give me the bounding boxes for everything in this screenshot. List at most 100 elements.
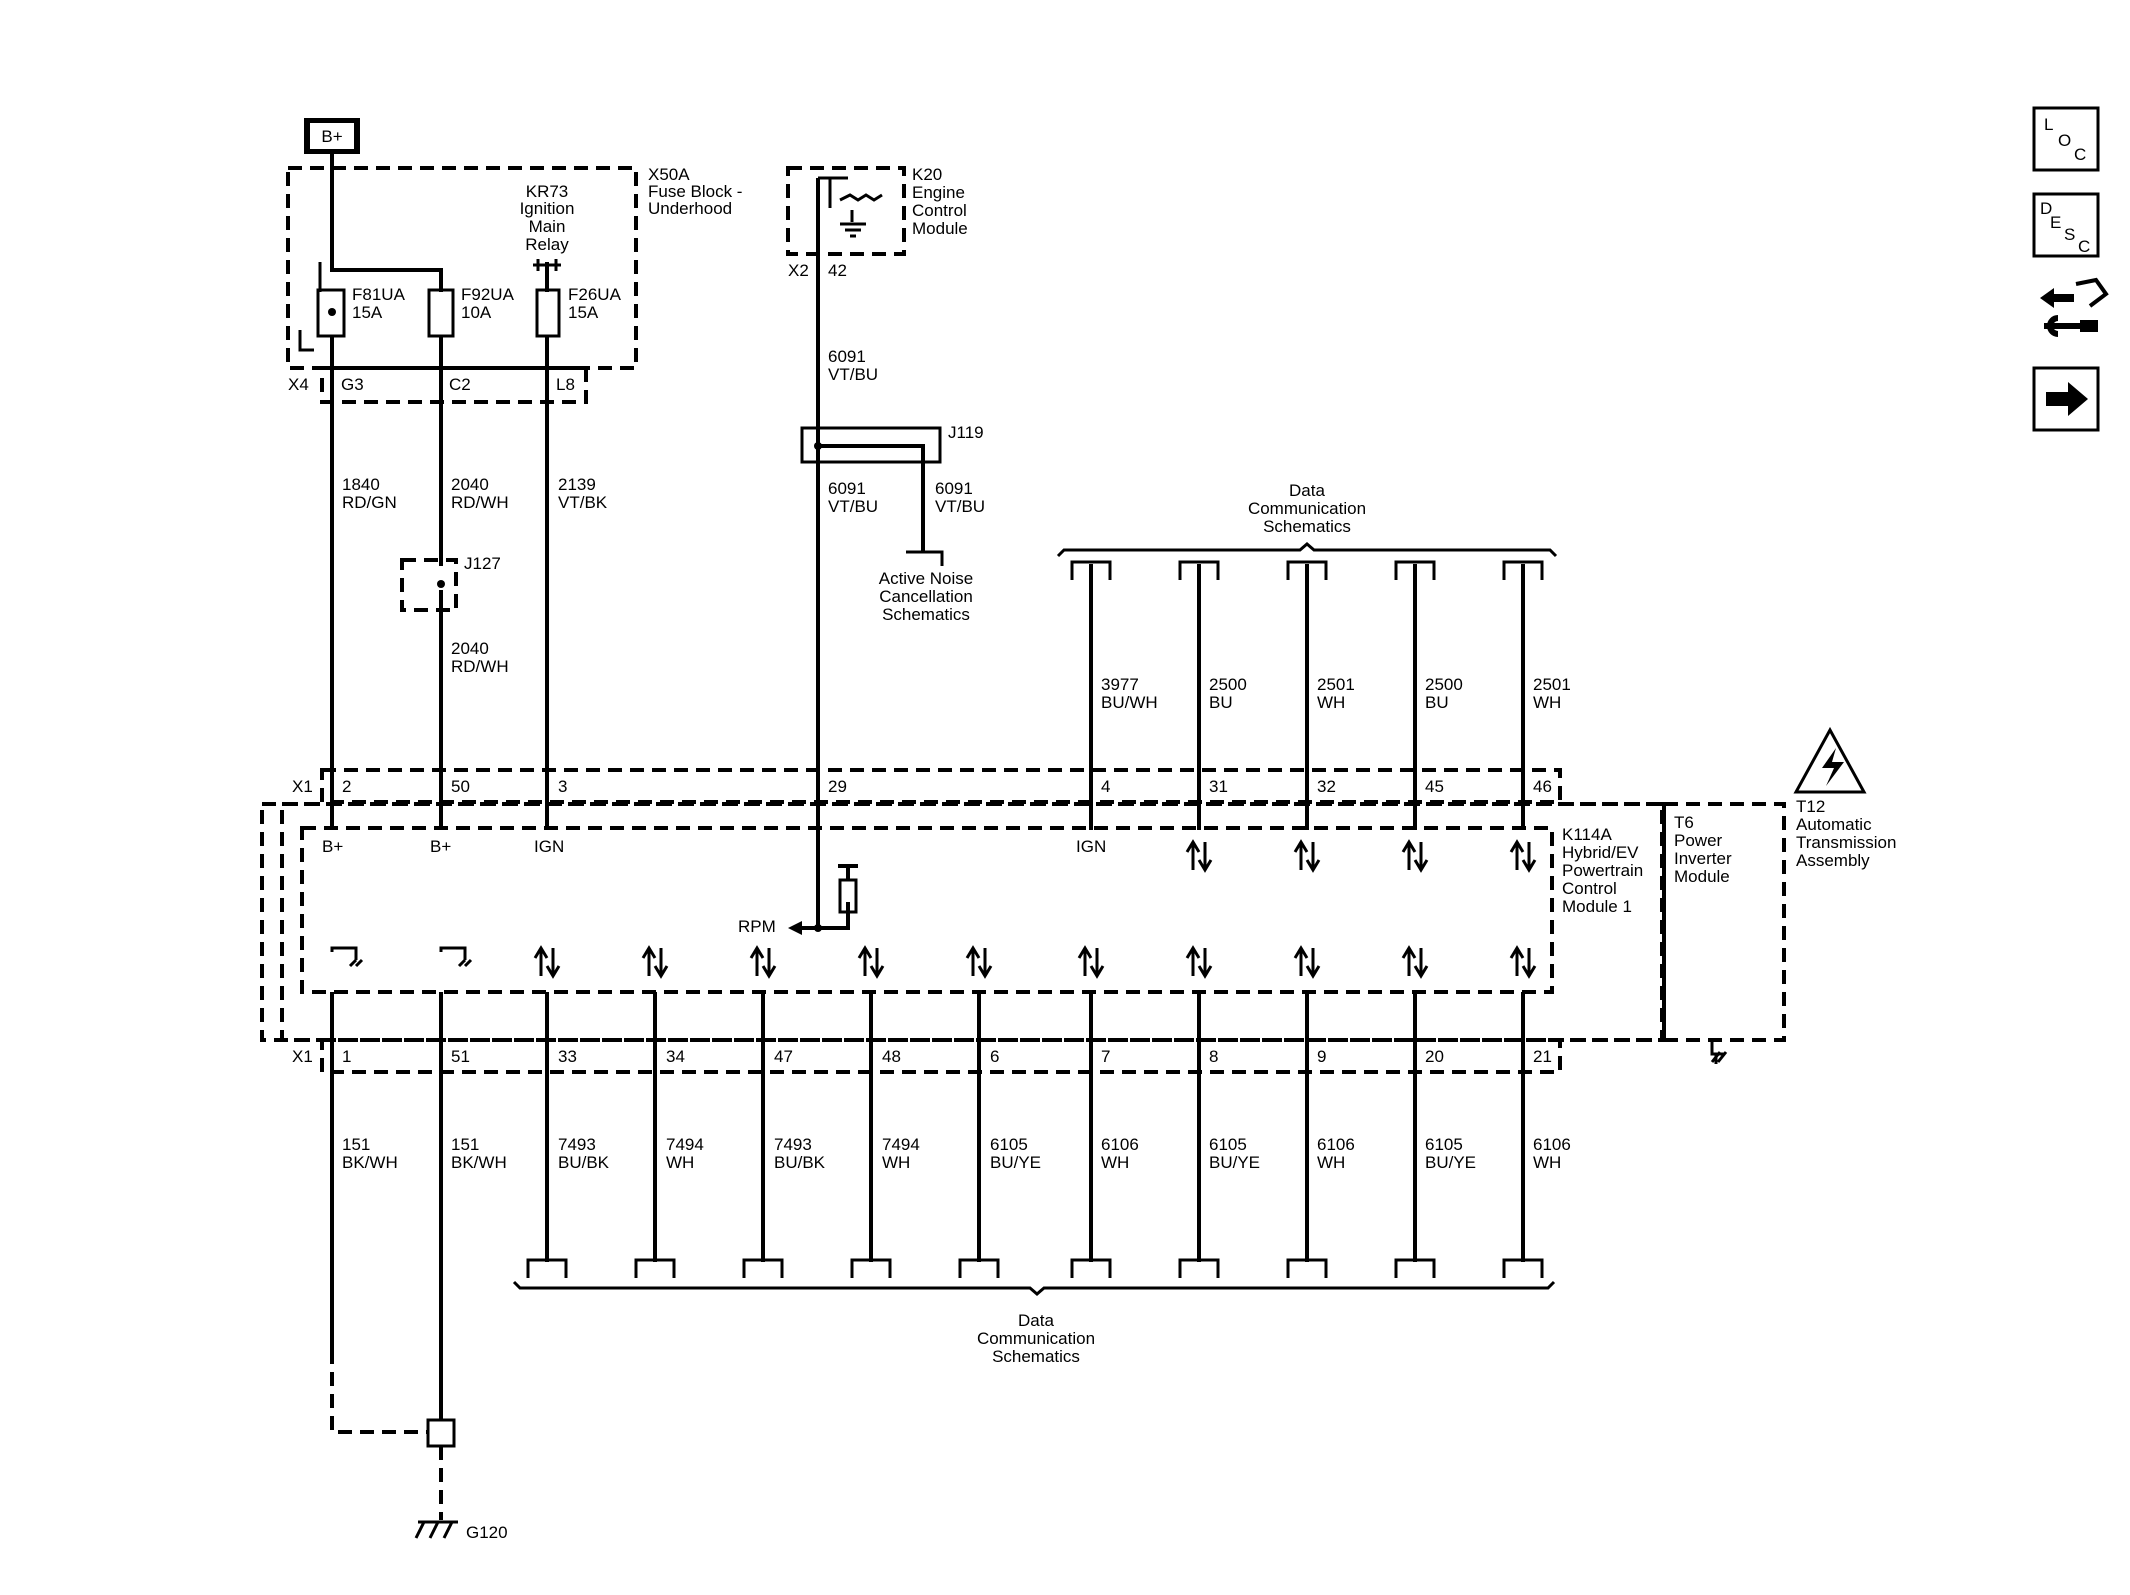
pcm-desc-2: Powertrain — [1562, 861, 1643, 880]
pcm-k114a-box — [300, 826, 1554, 994]
ecm-desc-3: Module — [912, 219, 968, 238]
data-comm-bottom-3: Schematics — [992, 1347, 1080, 1366]
x1-top-pin-29: 29 — [828, 777, 847, 796]
fuse-block-desc-2: Underhood — [648, 199, 732, 218]
wire-2500b-color: BU — [1425, 693, 1449, 712]
wire-6105b-color: BU/YE — [1209, 1153, 1260, 1172]
data-comm-bottom-2: Communication — [977, 1329, 1095, 1348]
wire-6106a-color: WH — [1101, 1153, 1129, 1172]
wire-7494b-circuit: 7494 — [882, 1135, 920, 1154]
wire-6091c-circuit: 6091 — [935, 479, 973, 498]
wire-1840-circuit: 1840 — [342, 475, 380, 494]
wire-3977-color: BU/WH — [1101, 693, 1158, 712]
pcm-desc-3: Control — [1562, 879, 1617, 898]
wire-6091b-color: VT/BU — [828, 497, 878, 516]
x1-bot-pin-21: 21 — [1533, 1047, 1552, 1066]
x1-bot-pin-48: 48 — [882, 1047, 901, 1066]
x4-pin-g3: G3 — [341, 375, 364, 394]
desc-letter-c: C — [2078, 237, 2090, 256]
x1-bot-pin-1: 1 — [342, 1047, 351, 1066]
wire-7494b-color: WH — [882, 1153, 910, 1172]
relay-label-3: Main — [529, 217, 566, 236]
arrows-top — [1185, 839, 1537, 873]
connector-repair-button[interactable] — [2040, 277, 2109, 337]
ecm-pin: 42 — [828, 261, 847, 280]
relay-label-1: KR73 — [526, 182, 569, 201]
internal-bplus-1: B+ — [322, 837, 343, 856]
fuse-f26ua-name: F26UA — [568, 285, 622, 304]
wire-2040b-circuit: 2040 — [451, 639, 489, 658]
fuse-f81ua-name: F81UA — [352, 285, 406, 304]
data-comm-top-3: Schematics — [1263, 517, 1351, 536]
ecm-k20: K20 Engine Control Module X2 42 — [786, 165, 968, 280]
wire-6091-circuit: 6091 — [828, 347, 866, 366]
j127-label: J127 — [464, 554, 501, 573]
x1-top-pin-45: 45 — [1425, 777, 1444, 796]
loc-button[interactable]: L O C — [2032, 106, 2100, 172]
fuse-f81ua-rating: 15A — [352, 303, 383, 322]
x1-bot-pin-8: 8 — [1209, 1047, 1218, 1066]
next-button[interactable] — [2032, 366, 2100, 432]
fuse-block-name: X50A — [648, 165, 690, 184]
t12-desc-2: Transmission — [1796, 833, 1896, 852]
wire-6106c-circuit: 6106 — [1533, 1135, 1571, 1154]
pcm-desc-1: Hybrid/EV — [1562, 843, 1639, 862]
wire-2501b-circuit: 2501 — [1533, 675, 1571, 694]
x1-bot-pin-7: 7 — [1101, 1047, 1110, 1066]
fuse-block-desc-1: Fuse Block - — [648, 182, 742, 201]
x1-top-pin-3: 3 — [558, 777, 567, 796]
ground-g120: G120 — [466, 1523, 508, 1542]
pcm-desc-4: Module 1 — [1562, 897, 1632, 916]
fuse-f92ua — [427, 288, 455, 338]
j119-label: J119 — [948, 423, 984, 442]
data-comm-top-2: Communication — [1248, 499, 1366, 518]
wire-151b-circuit: 151 — [451, 1135, 479, 1154]
t12-name: T12 — [1796, 797, 1825, 816]
internal-bplus-2: B+ — [430, 837, 451, 856]
loc-letter-o: O — [2058, 131, 2071, 150]
wire-6091-color: VT/BU — [828, 365, 878, 384]
desc-button[interactable]: D E S C — [2032, 192, 2100, 258]
wire-7493a-circuit: 7493 — [558, 1135, 596, 1154]
ground-splice — [426, 1418, 456, 1448]
x4-pin-l8: L8 — [556, 375, 575, 394]
pcm-name: K114A — [1562, 825, 1612, 844]
connector-repair-icon — [2040, 277, 2109, 337]
wire-6105c-circuit: 6105 — [1425, 1135, 1463, 1154]
anc-ref-1: Active Noise — [879, 569, 973, 588]
data-comm-bottom-1: Data — [1018, 1311, 1054, 1330]
x1-top-connector: X1 — [292, 777, 313, 796]
anc-ref-3: Schematics — [882, 605, 970, 624]
x1-top-pin-31: 31 — [1209, 777, 1228, 796]
t6-desc-1: Power — [1674, 831, 1723, 850]
ecm-connector: X2 — [788, 261, 809, 280]
t6-name: T6 — [1674, 813, 1694, 832]
x1-top-pin-50: 50 — [451, 777, 470, 796]
t6-desc-3: Module — [1674, 867, 1730, 886]
wire-3977-circuit: 3977 — [1101, 675, 1139, 694]
x1-top-pin-2: 2 — [342, 777, 351, 796]
high-voltage-warning-icon — [1793, 726, 1867, 794]
wire-1840-color: RD/GN — [342, 493, 397, 512]
wire-6105b-circuit: 6105 — [1209, 1135, 1247, 1154]
wire-7494a-color: WH — [666, 1153, 694, 1172]
internal-rpm: RPM — [738, 917, 776, 936]
x1-bot-pin-47: 47 — [774, 1047, 793, 1066]
splice-j127: J127 — [400, 554, 501, 612]
next-arrow-icon — [2046, 382, 2088, 416]
splice-j119: J119 — [800, 423, 984, 566]
x1-top-pin-32: 32 — [1317, 777, 1336, 796]
x1-bot-pin-9: 9 — [1317, 1047, 1326, 1066]
wire-6106c-color: WH — [1533, 1153, 1561, 1172]
wire-6105a-color: BU/YE — [990, 1153, 1041, 1172]
wire-6106b-circuit: 6106 — [1317, 1135, 1355, 1154]
ground-symbol-icon — [414, 1520, 458, 1539]
wire-6105a-circuit: 6105 — [990, 1135, 1028, 1154]
ecm-name: K20 — [912, 165, 942, 184]
anc-ref-2: Cancellation — [879, 587, 973, 606]
wire-6091c-color: VT/BU — [935, 497, 985, 516]
wire-2500a-circuit: 2500 — [1209, 675, 1247, 694]
fuse-f26ua — [535, 288, 561, 338]
x1-bot-pin-6: 6 — [990, 1047, 999, 1066]
